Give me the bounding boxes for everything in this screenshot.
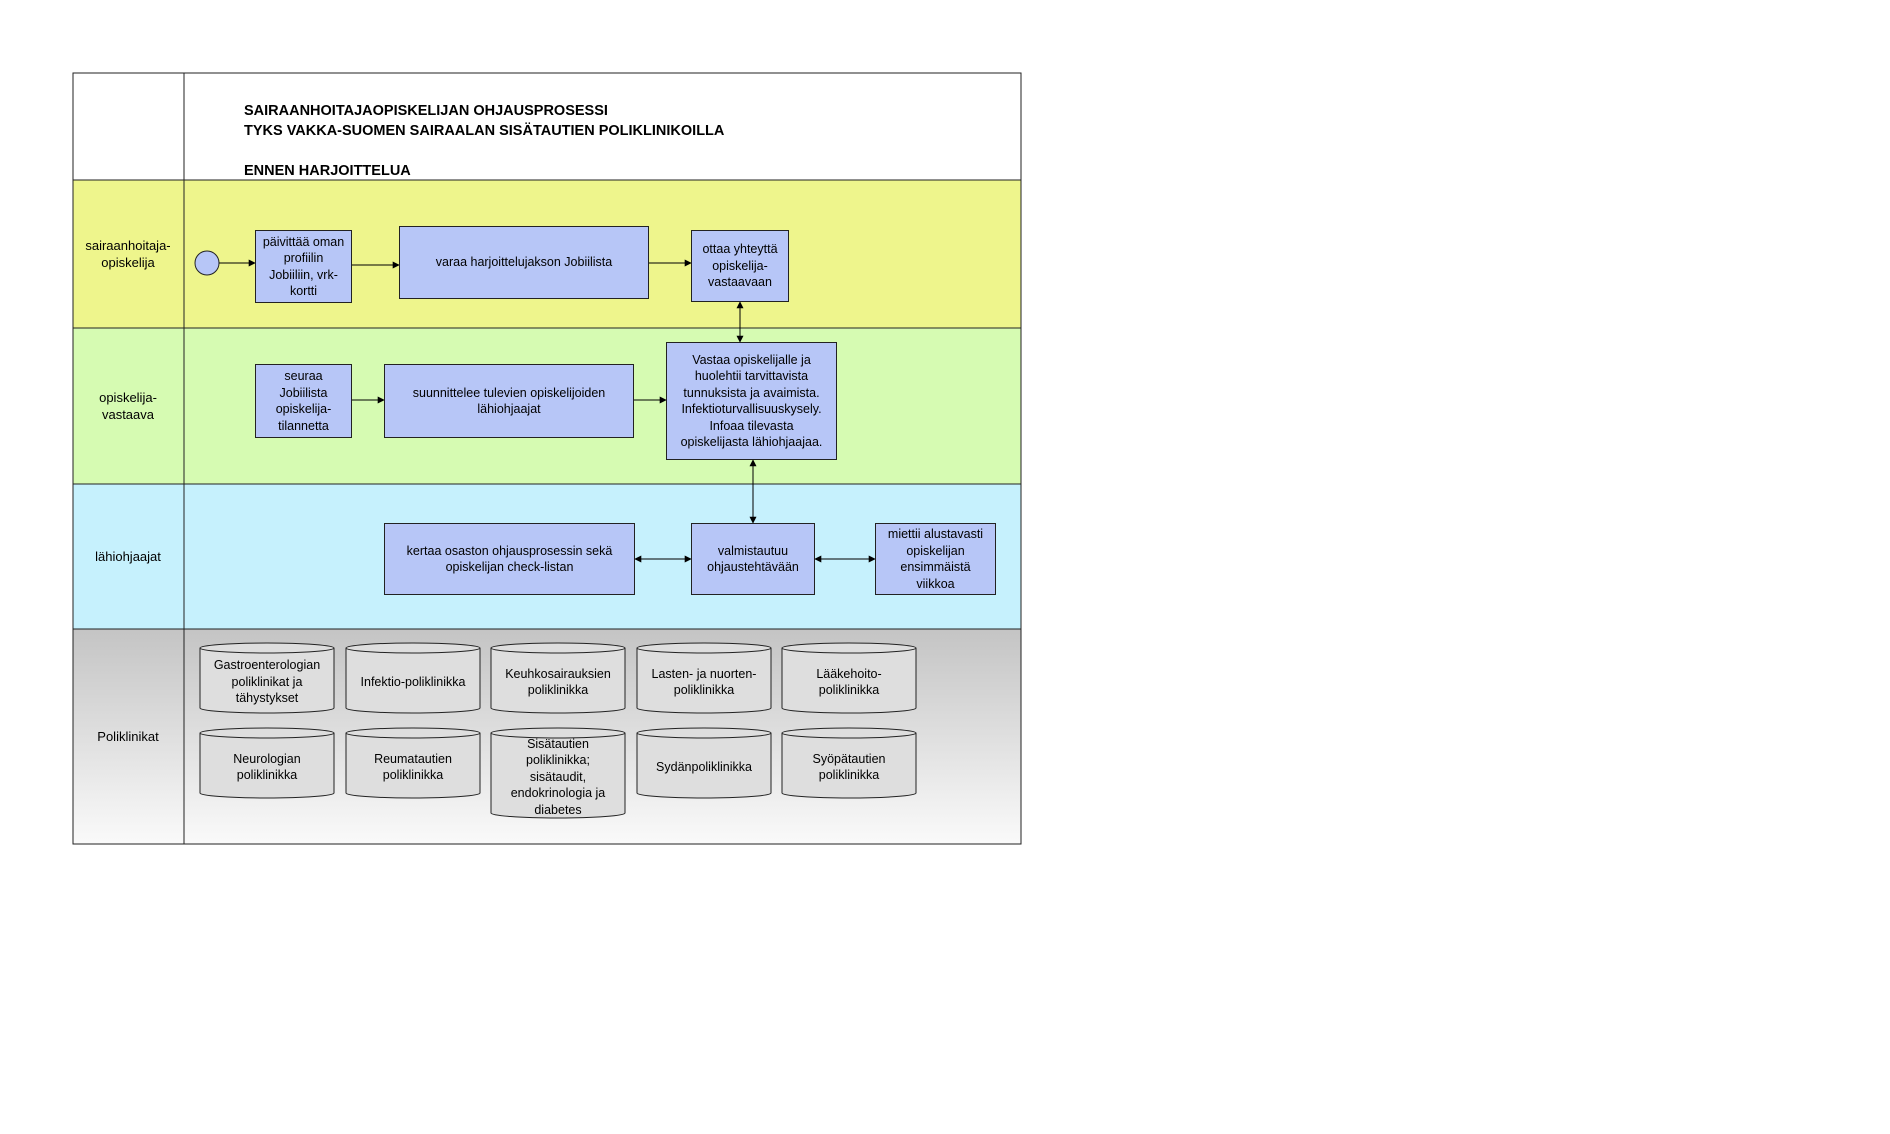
- clinic-cylinder-rim: [636, 732, 772, 739]
- step-update-profile: päivittää oman profiilin Jobiiliin, vrk-…: [255, 230, 352, 303]
- step-book-training: varaa harjoittelujakson Jobiilista: [399, 226, 649, 299]
- lane-label-poliklinikat: Poliklinikat: [97, 729, 159, 744]
- clinic-label: Lasten- ja nuorten- poliklinikka: [651, 666, 757, 698]
- step-prepare-supervision: valmistautuu ohjaustehtävään: [691, 523, 815, 595]
- step-follow-situation: seuraa Jobiilista opiskelija- tilannetta: [255, 364, 352, 438]
- clinic-cylinder-rim: [345, 732, 481, 739]
- clinic-label: Lääkehoito- poliklinikka: [816, 666, 882, 698]
- clinic-cylinder: [199, 642, 335, 714]
- clinic-label: Sydänpoliklinikka: [656, 759, 752, 774]
- clinic-label: Infektio-poliklinikka: [360, 674, 466, 689]
- diagram-subtitle: TYKS VAKKA-SUOMEN SAIRAALAN SISÄTAUTIEN …: [244, 123, 725, 139]
- clinic-cylinder-rim: [345, 647, 481, 654]
- clinic-cylinder: [781, 727, 917, 799]
- clinic-cylinder-rim: [199, 647, 335, 654]
- step-plan-supervisors: suunnittelee tulevien opiskelijoiden läh…: [384, 364, 634, 438]
- clinic-cylinder: [345, 642, 481, 714]
- clinic-label: Gastroenterologian poliklinikat ja tähys…: [213, 658, 321, 706]
- clinic-cylinder-rim: [781, 647, 917, 654]
- clinic-label: Sisätautien poliklinikka; sisätaudit, en…: [510, 736, 606, 817]
- clinic-cylinder-rim: [490, 647, 626, 654]
- clinic-cylinder: [199, 727, 335, 799]
- clinic-cylinder: [490, 727, 626, 819]
- diagram-frame: [72, 72, 1022, 845]
- step-contact-coordinator: ottaa yhteyttä opiskelija- vastaavaan: [691, 230, 789, 302]
- clinic-label: Reumatautien poliklinikka: [374, 751, 452, 783]
- lane-label-lahiohjaajat: lähiohjaajat: [95, 549, 161, 564]
- clinic-cylinder: [636, 727, 772, 799]
- lane-label-sairaanhoitaja: sairaanhoitaja- opiskelija: [85, 238, 171, 270]
- clinic-label: Neurologian poliklinikka: [233, 751, 301, 783]
- diagram-title: SAIRAANHOITAJAOPISKELIJAN OHJAUSPROSESSI: [244, 103, 608, 119]
- clinic-cylinder: [345, 727, 481, 799]
- clinic-label: Keuhkosairauksien poliklinikka: [505, 666, 611, 698]
- phase-title: ENNEN HARJOITTELUA: [244, 163, 411, 179]
- clinic-cylinder-rim: [636, 647, 772, 654]
- step-plan-first-week: miettii alustavasti opiskelijan ensimmäi…: [875, 523, 996, 595]
- clinic-cylinder: [490, 642, 626, 714]
- clinic-cylinder: [636, 642, 772, 714]
- clinic-cylinder-rim: [781, 732, 917, 739]
- step-review-checklist: kertaa osaston ohjausprosessin sekä opis…: [384, 523, 635, 595]
- lane-label-opiskelijavastaava: opiskelija- vastaava: [99, 390, 157, 422]
- step-respond-and-arrange: Vastaa opiskelijalle ja huolehtii tarvit…: [666, 342, 837, 460]
- clinic-cylinder: [781, 642, 917, 714]
- clinic-label: Syöpätautien poliklinikka: [812, 751, 886, 783]
- clinic-cylinder-rim: [199, 732, 335, 739]
- clinic-cylinder-rim: [490, 732, 626, 739]
